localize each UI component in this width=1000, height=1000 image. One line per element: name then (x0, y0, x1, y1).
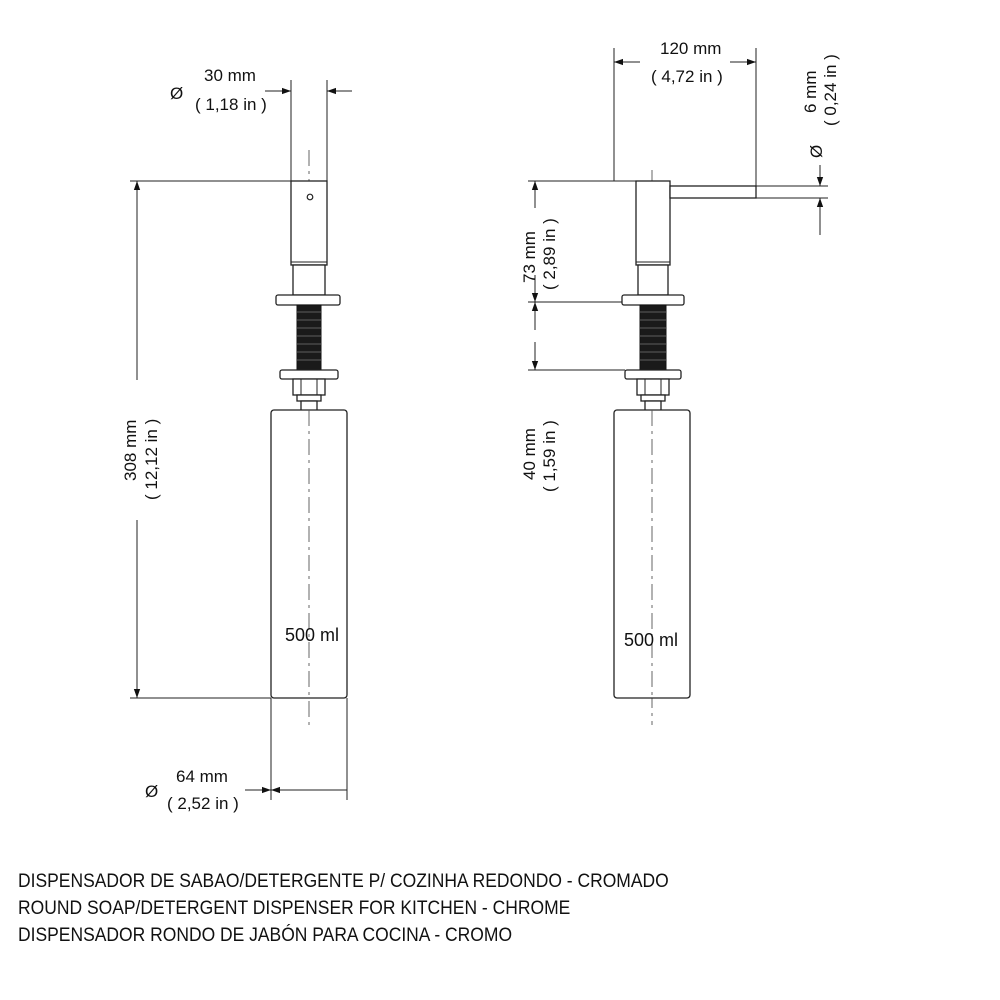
front-collar (292, 264, 326, 296)
side-head-height-in: ( 2,89 in ) (540, 218, 559, 290)
product-caption: DISPENSADOR DE SABAO/DETERGENTE P/ COZIN… (18, 868, 901, 949)
side-view: 500 ml 120 mm ( 4,72 in ) Ø 6 mm ( 0,24 … (520, 39, 840, 725)
front-nut (292, 378, 326, 396)
side-spout-length-mm: 120 mm (660, 39, 721, 58)
side-washer (624, 369, 682, 380)
side-connector (640, 394, 666, 402)
side-spout-diameter-mm: 6 mm (801, 71, 820, 114)
side-spout (669, 185, 757, 199)
front-spout-hole (306, 193, 314, 201)
front-height-mm: 308 mm (121, 420, 140, 481)
front-connector (296, 394, 322, 402)
front-volume-label: 500 ml (285, 625, 339, 645)
front-diameter-top-mm: 30 mm (204, 66, 256, 85)
front-washer (279, 369, 339, 380)
caption-english: ROUND SOAP/DETERGENT DISPENSER FOR KITCH… (18, 898, 571, 919)
front-flange (275, 294, 341, 306)
front-bottle-diameter-in: ( 2,52 in ) (167, 794, 239, 813)
front-diameter-top-in: ( 1,18 in ) (195, 95, 267, 114)
front-height-in: ( 12,12 in ) (142, 419, 161, 500)
front-view: 500 ml Ø 30 mm ( 1,18 in ) 308 mm ( 12,1… (121, 66, 352, 813)
front-pump-head (290, 180, 328, 266)
side-spout-length-in: ( 4,72 in ) (651, 67, 723, 86)
side-spout-diameter-in: ( 0,24 in ) (821, 54, 840, 126)
front-bottle-diameter-mm: 64 mm (176, 767, 228, 786)
side-pump-head (635, 180, 671, 266)
caption-spanish: DISPENSADOR RONDO DE JABÓN PARA COCINA -… (18, 925, 513, 946)
caption-portuguese: DISPENSADOR DE SABAO/DETERGENTE P/ COZIN… (18, 871, 669, 892)
side-spout-diameter-symbol: Ø (807, 145, 826, 158)
front-threaded-shank (296, 304, 322, 371)
side-collar (637, 264, 669, 296)
front-diameter-symbol: Ø (170, 84, 183, 103)
side-head-height-mm: 73 mm (520, 231, 539, 283)
front-bottle-diameter-symbol: Ø (145, 782, 158, 801)
side-volume-label: 500 ml (624, 630, 678, 650)
side-flange (621, 294, 685, 306)
side-thickness-mm: 40 mm (520, 428, 539, 480)
side-nut (636, 378, 670, 396)
side-thickness-in: ( 1,59 in ) (540, 420, 559, 492)
